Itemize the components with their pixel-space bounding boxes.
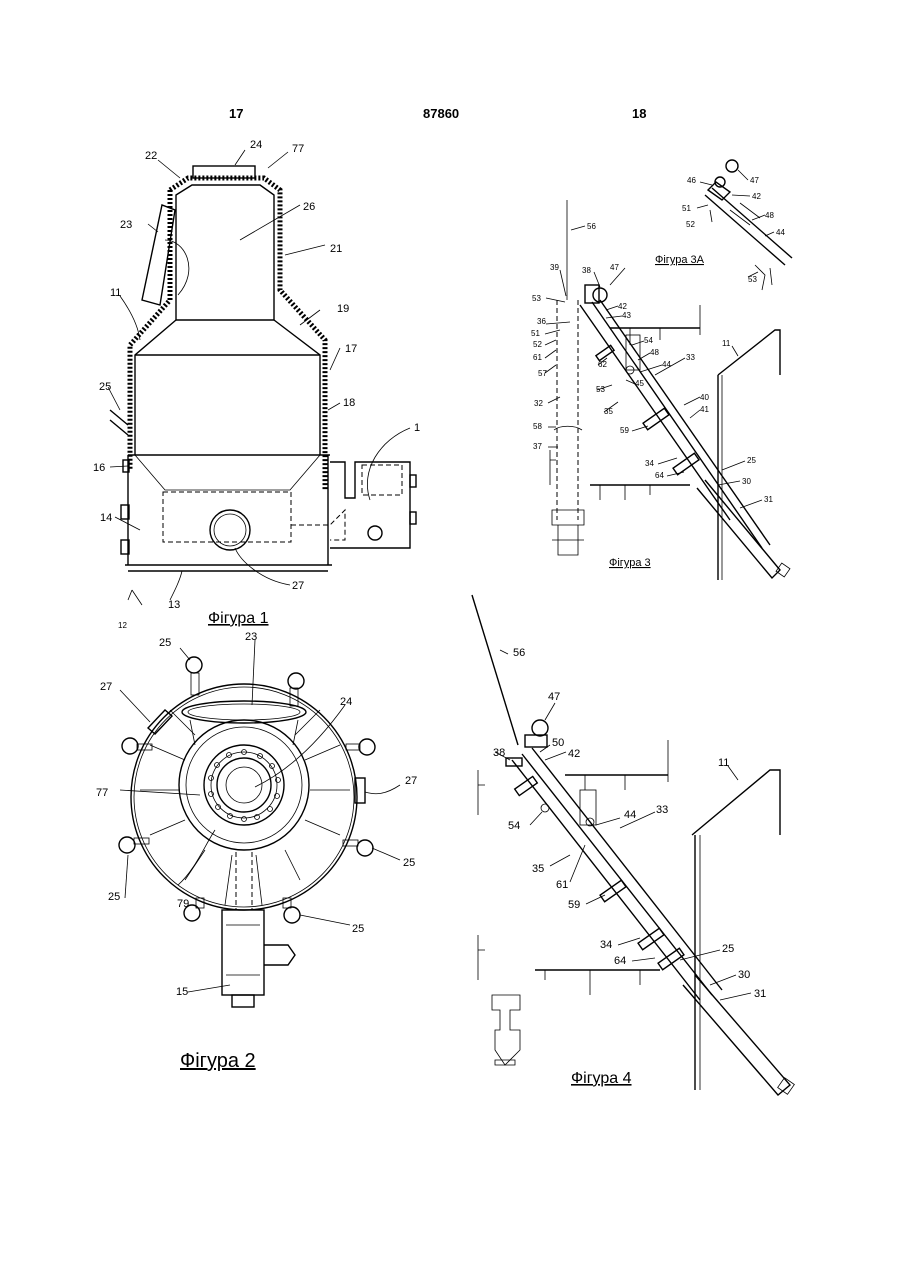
- fig2-label: 25: [108, 891, 120, 903]
- fig4-label: 47: [548, 691, 560, 703]
- fig3-label: 39: [550, 263, 559, 272]
- fig4-label: 44: [624, 809, 636, 821]
- fig3a-label: 53: [748, 275, 757, 284]
- figure-1: 22 24 77 26 21 23 11 19 17 25 18 16 1 14…: [93, 139, 420, 630]
- fig2-label: 15: [176, 986, 188, 998]
- fig2-label: 79: [177, 898, 189, 910]
- fig1-label: 23: [120, 219, 132, 231]
- fig3-label: 43: [622, 311, 631, 320]
- fig3a-label: 44: [776, 228, 785, 237]
- fig3-label: 36: [537, 317, 546, 326]
- figure-4-caption: Фігура 4: [571, 1070, 632, 1087]
- fig3-label: 54: [644, 336, 653, 345]
- fig3a-label: 48: [765, 211, 774, 220]
- fig2-label: 24: [340, 696, 352, 708]
- fig1-label: 13: [168, 599, 180, 611]
- figure-3a-caption: Фігура 3А: [655, 254, 705, 266]
- fig4-label: 50: [552, 737, 564, 749]
- fig4-label: 42: [568, 748, 580, 760]
- bolt-holes: [209, 750, 281, 822]
- fig4-label: 61: [556, 879, 568, 891]
- fig3a-label: 46: [687, 176, 696, 185]
- fig3-label: 32: [534, 399, 543, 408]
- fig2-label: 25: [159, 637, 171, 649]
- fig3-label: 62: [598, 360, 607, 369]
- fig3a-label: 47: [750, 176, 759, 185]
- fig4-label: 38: [493, 747, 505, 759]
- fig2-label: 27: [100, 681, 112, 693]
- fig1-label: 17: [345, 343, 357, 355]
- fig1-label: 19: [337, 303, 349, 315]
- fig2-label: 25: [352, 923, 364, 935]
- figure-2: 25 23 27 24 27 77 25 79 25 25 15 Фігура …: [96, 631, 417, 1072]
- fig3-label: 30: [742, 477, 751, 486]
- fig2-label: 25: [403, 857, 415, 869]
- fig2-label: 27: [405, 775, 417, 787]
- figure-1-caption: Фігура 1: [208, 610, 269, 627]
- fig3-label: 38: [582, 266, 591, 275]
- fig3-label: 58: [533, 422, 542, 431]
- fig1-label: 11: [110, 287, 121, 299]
- fig4-label: 31: [754, 988, 766, 1000]
- fig4-label: 33: [656, 804, 668, 816]
- fig4-label: 35: [532, 863, 544, 875]
- figure-2-caption: Фігура 2: [180, 1050, 256, 1072]
- fig4-label: 59: [568, 899, 580, 911]
- figure-3-caption: Фігура 3: [609, 557, 651, 569]
- fig3-label: 31: [764, 495, 773, 504]
- fig3-label: 40: [700, 393, 709, 402]
- fig1-label: 21: [330, 243, 342, 255]
- fig2-label: 77: [96, 787, 108, 799]
- fig3-label: 33: [686, 353, 695, 362]
- fig3-label: 52: [533, 340, 542, 349]
- fig3a-label: 42: [752, 192, 761, 201]
- fig3-label: 37: [533, 442, 542, 451]
- fig3-label: 64: [655, 471, 664, 480]
- fig3-label: 48: [650, 348, 659, 357]
- fig3-label: 45: [635, 379, 644, 388]
- fig1-label: 27: [292, 580, 304, 592]
- fig1-label: 25: [99, 381, 111, 393]
- fig3-label: 53: [596, 385, 605, 394]
- fig4-label: 64: [614, 955, 626, 967]
- fig3-label: 53: [532, 294, 541, 303]
- figure-4: 56 47 50 38 42 11 54 44 33 35 61 59 34 2…: [472, 595, 794, 1095]
- fig3-label: 41: [700, 405, 709, 414]
- fig3-label: 44: [662, 360, 671, 369]
- fig3-label: 11: [722, 339, 731, 348]
- figure-3a: 46 47 42 51 52 48 44 53 Фігура 3А: [655, 160, 792, 290]
- fig1-label: 24: [250, 139, 262, 151]
- fig4-label: 30: [738, 969, 750, 981]
- fig3-label: 25: [747, 456, 756, 465]
- fig3-label: 51: [531, 329, 540, 338]
- fig3-label: 56: [587, 222, 596, 231]
- fig1-label: 16: [93, 462, 105, 474]
- fig2-label: 23: [245, 631, 257, 643]
- fig1-label: 77: [292, 143, 304, 155]
- fig3-label: 57: [538, 369, 547, 378]
- fig3-label: 59: [620, 426, 629, 435]
- fig1-label: 22: [145, 150, 157, 162]
- fig1-label: 12: [118, 621, 127, 630]
- fig3-label: 35: [604, 407, 613, 416]
- fig3-label: 34: [645, 459, 654, 468]
- fig4-label: 11: [718, 757, 729, 769]
- fig1-label: 1: [414, 422, 420, 434]
- fig3-label: 47: [610, 263, 619, 272]
- fig4-label: 25: [722, 943, 734, 955]
- fig3a-label: 51: [682, 204, 691, 213]
- fig4-label: 34: [600, 939, 612, 951]
- fig3a-label: 52: [686, 220, 695, 229]
- fig3-label: 42: [618, 302, 627, 311]
- fig4-label: 54: [508, 820, 520, 832]
- fig1-label: 14: [100, 512, 112, 524]
- fig3-label: 61: [533, 353, 542, 362]
- fig1-label: 18: [343, 397, 355, 409]
- fig1-label: 26: [303, 201, 315, 213]
- fig4-label: 56: [513, 647, 525, 659]
